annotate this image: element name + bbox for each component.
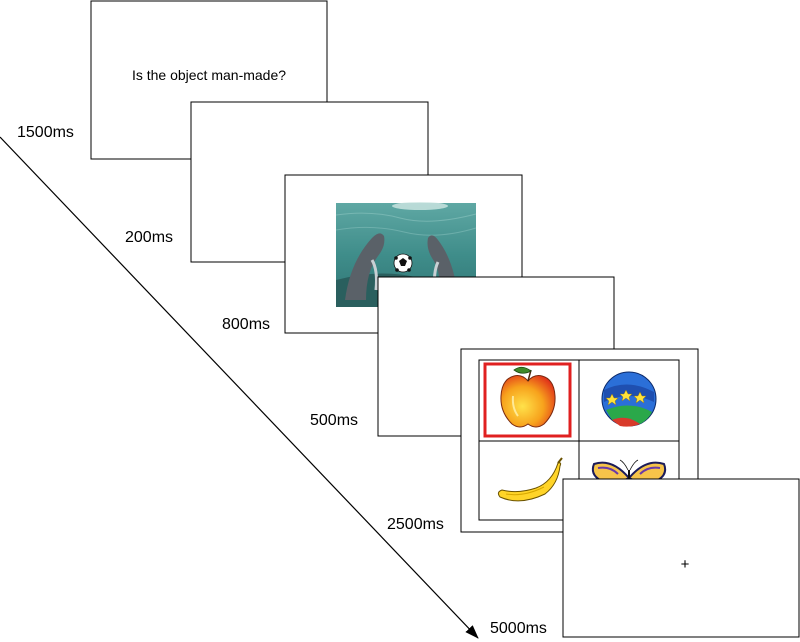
fixation-screen: +	[562, 478, 800, 638]
banana-icon	[497, 457, 563, 502]
duration-label-fixation: 5000ms	[490, 620, 547, 637]
duration-label-question: 1500ms	[17, 124, 74, 141]
time-arrow	[0, 136, 479, 639]
duration-label-blank-2: 500ms	[310, 412, 358, 429]
duration-label-blank-1: 200ms	[125, 229, 173, 246]
apple-icon	[500, 366, 556, 428]
selection-highlight	[483, 362, 572, 438]
duration-label-choice: 2500ms	[387, 516, 444, 533]
fixation-cross: +	[681, 556, 690, 573]
duration-label-picture: 800ms	[222, 316, 270, 333]
question-text: Is the object man-made?	[132, 67, 286, 83]
ball-icon	[601, 371, 657, 427]
